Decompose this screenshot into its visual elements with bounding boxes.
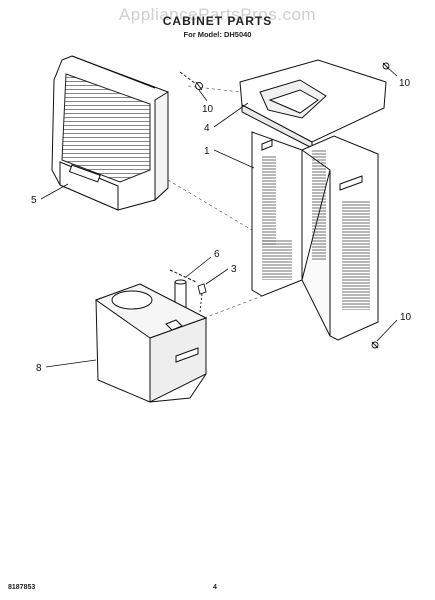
water-bucket bbox=[94, 283, 208, 403]
callout-10-top: 10 bbox=[202, 104, 214, 115]
callout-6: 6 bbox=[214, 249, 220, 260]
callout-10-bottom: 10 bbox=[400, 312, 412, 323]
callout-4: 4 bbox=[204, 123, 210, 134]
callout-1: 1 bbox=[204, 146, 210, 157]
callout-10-right: 10 bbox=[399, 78, 411, 89]
page-title: CABINET PARTS bbox=[162, 14, 273, 28]
leader-lines bbox=[40, 67, 398, 368]
front-grille-panel bbox=[51, 55, 169, 211]
alignment-lines bbox=[167, 85, 263, 319]
screw-upper-left bbox=[179, 71, 203, 91]
top-cover bbox=[239, 59, 387, 149]
callout-5: 5 bbox=[31, 195, 37, 206]
cabinet-shell bbox=[251, 131, 379, 341]
document-number: 8187853 bbox=[8, 584, 36, 591]
callout-3: 3 bbox=[231, 264, 237, 275]
screw-bottom-right bbox=[371, 341, 379, 349]
callout-8: 8 bbox=[36, 363, 42, 374]
watermark: AppliancePartsPros.com bbox=[118, 5, 317, 24]
page-number: 4 bbox=[213, 584, 217, 591]
model-subtitle: For Model: DH5040 bbox=[183, 30, 252, 39]
float-clip bbox=[197, 283, 207, 313]
